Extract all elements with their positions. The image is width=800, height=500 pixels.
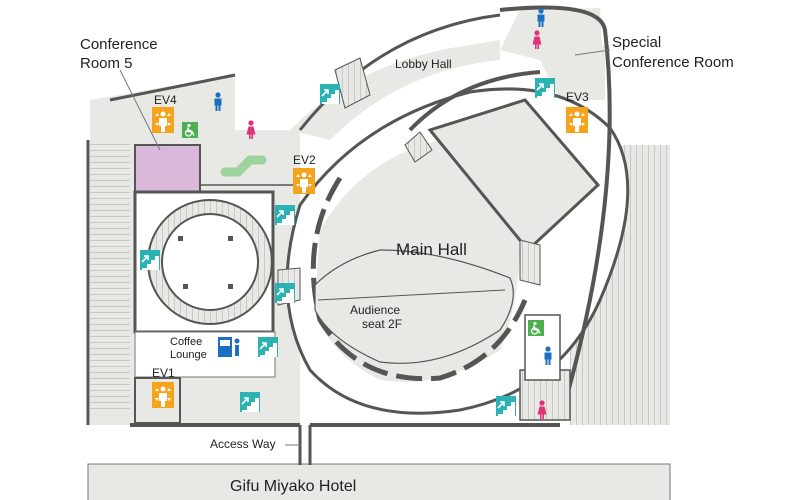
top-arc-wall bbox=[298, 13, 501, 131]
ev4-label: EV4 bbox=[154, 93, 177, 107]
stairs-icon bbox=[274, 282, 296, 304]
lobby-hall-label: Lobby Hall bbox=[395, 57, 452, 71]
main-hall-label: Main Hall bbox=[396, 240, 467, 259]
elevator-icon bbox=[566, 107, 588, 133]
coffee-lounge-area bbox=[134, 331, 276, 378]
left-stair-strip bbox=[90, 140, 130, 410]
elevator-icon bbox=[152, 107, 174, 133]
audience-seat-2f bbox=[314, 249, 514, 364]
escalator-icon bbox=[220, 155, 267, 177]
wheelchair-icon bbox=[181, 121, 199, 139]
lobby-wall bbox=[408, 70, 541, 132]
lobby-floor bbox=[290, 40, 500, 140]
ev1-label: EV1 bbox=[152, 366, 175, 380]
access-way-label: Access Way bbox=[210, 437, 276, 451]
elevator-icon bbox=[293, 168, 315, 194]
ev3-label: EV3 bbox=[566, 90, 589, 104]
stair-wedge-right bbox=[519, 239, 541, 286]
special-conference-leader bbox=[574, 49, 611, 56]
rotunda-center bbox=[161, 213, 259, 311]
ev2-label: EV2 bbox=[293, 153, 316, 167]
stair-lobby-top bbox=[334, 57, 371, 109]
audience-seat-label: Audience seat 2F bbox=[349, 303, 403, 331]
conference-room-5[interactable] bbox=[134, 144, 201, 196]
coffee-lounge-label: Coffee Lounge bbox=[170, 336, 207, 361]
right-outer-wall bbox=[499, 5, 612, 421]
stairs-icon bbox=[139, 249, 161, 271]
conference-room-5-label: Conference Room 5 bbox=[80, 36, 158, 72]
stage bbox=[427, 98, 601, 253]
conference-room-5-leader bbox=[119, 69, 161, 151]
hotel-label: Gifu Miyako Hotel bbox=[230, 478, 357, 495]
stairs-icon bbox=[239, 391, 261, 413]
stairs-icon bbox=[257, 336, 279, 358]
hotel-building bbox=[87, 463, 671, 500]
stair-wedge-top bbox=[404, 131, 433, 163]
stairs-icon bbox=[534, 77, 556, 99]
stairs-icon bbox=[274, 204, 296, 226]
stairs-icon bbox=[319, 83, 341, 105]
special-conference-floor bbox=[560, 45, 605, 100]
vending-machine-icon bbox=[218, 337, 240, 357]
main-hall-dashed-ring bbox=[310, 176, 528, 382]
wheelchair-icon bbox=[527, 319, 545, 337]
left-outer-wall bbox=[109, 73, 236, 102]
elevator-icon bbox=[152, 382, 174, 408]
special-conference-room-label: Special Conference Room bbox=[612, 34, 734, 71]
stairs-icon bbox=[495, 395, 517, 417]
